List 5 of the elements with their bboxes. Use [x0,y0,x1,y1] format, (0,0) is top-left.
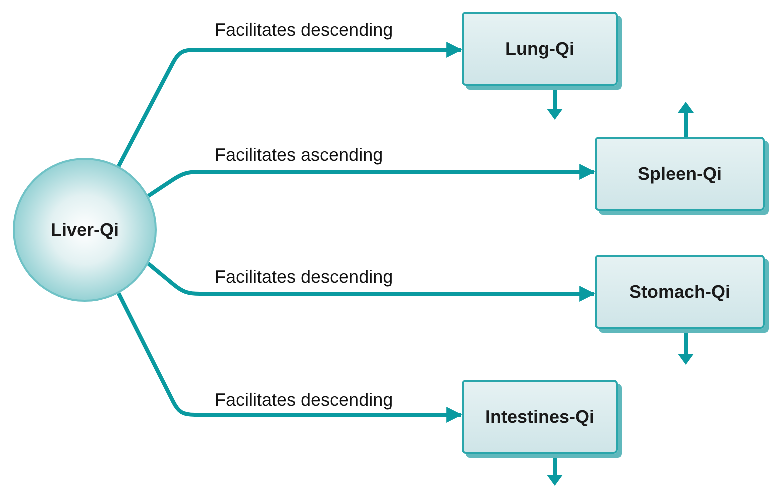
arrow [117,42,463,168]
arrow [147,164,596,198]
circle-node: Liver-Qi [13,158,157,302]
arrow [117,292,463,423]
arrow [147,262,596,302]
